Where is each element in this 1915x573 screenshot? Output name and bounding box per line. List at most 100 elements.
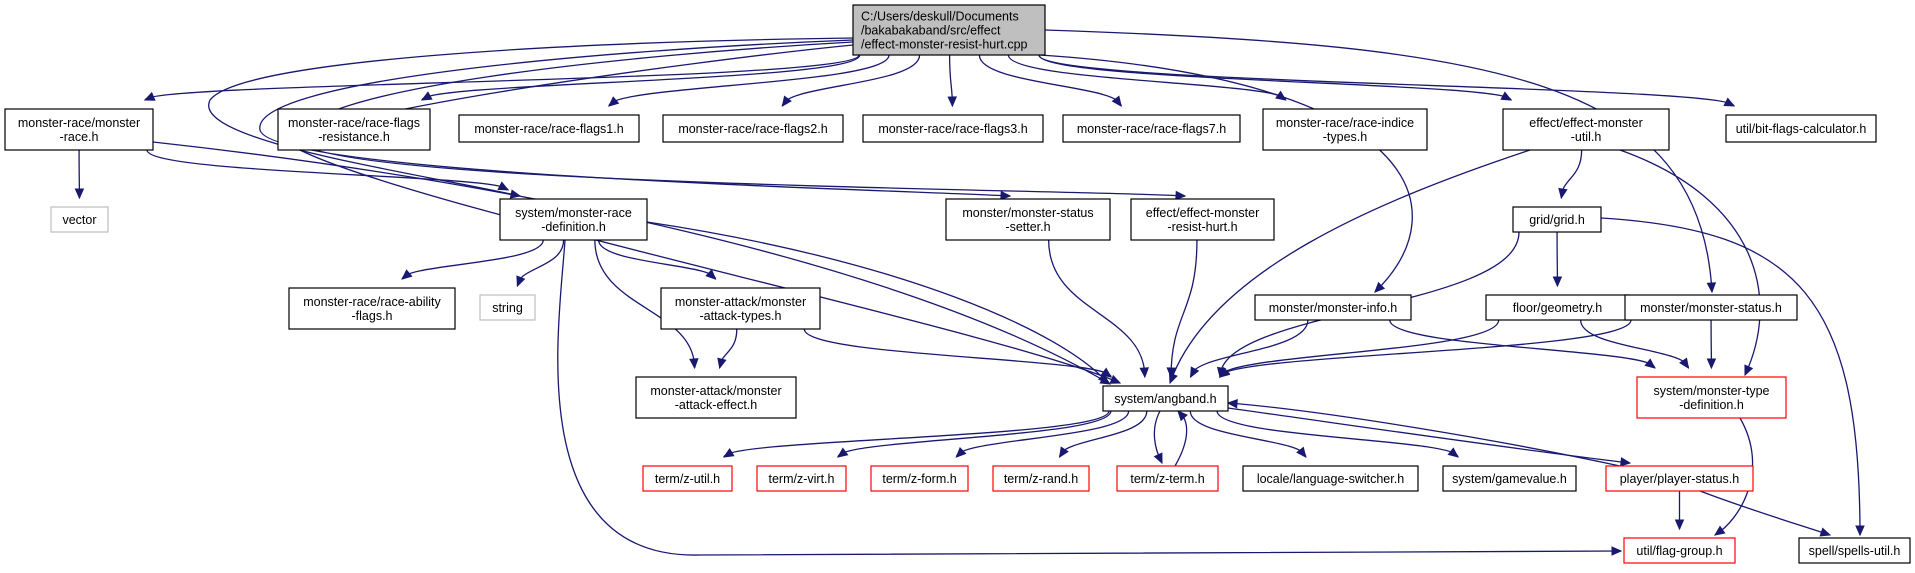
edge-line	[144, 54, 860, 101]
node-race[interactable]: monster-race/monster-race.h	[4, 108, 154, 151]
edge-line	[208, 37, 854, 197]
node-label: monster-race/monster	[18, 116, 140, 130]
node-box	[662, 114, 844, 143]
node-box	[1254, 294, 1412, 321]
node-box	[642, 465, 733, 492]
node-zutil[interactable]: term/z-util.h	[642, 465, 733, 492]
node-box	[1116, 465, 1219, 492]
node-box	[1623, 537, 1736, 564]
node-geometry[interactable]: floor/geometry.h	[1485, 294, 1630, 321]
node-box	[1242, 465, 1419, 492]
node-label: /effect-monster-resist-hurt.cpp	[861, 38, 1028, 52]
edge-resisthurt-to-angband	[1166, 239, 1198, 379]
node-vector[interactable]: vector	[50, 206, 109, 233]
node-angband[interactable]: system/angband.h	[1102, 385, 1229, 412]
node-label: monster-race/race-flags2.h	[678, 122, 827, 136]
node-label: monster-attack/monster	[675, 295, 806, 309]
node-atkeffect[interactable]: monster-attack/monster-attack-effect.h	[635, 376, 797, 419]
node-label: vector	[62, 213, 96, 227]
node-box	[1798, 537, 1911, 564]
node-label: spell/spells-util.h	[1809, 544, 1901, 558]
node-flaggroup[interactable]: util/flag-group.h	[1623, 537, 1736, 564]
edge-effutil-to-angband	[1168, 149, 1531, 385]
edge-line	[557, 239, 1622, 556]
node-zvirt[interactable]: term/z-virt.h	[756, 465, 847, 492]
edge-angband-to-gamevalue	[1216, 410, 1459, 458]
node-statset[interactable]: monster/monster-status-setter.h	[945, 198, 1111, 241]
node-label: monster/monster-status	[962, 206, 1093, 220]
edge-moninfo-to-angband	[1189, 319, 1309, 379]
node-box	[1130, 198, 1275, 241]
node-flags7[interactable]: monster-race/race-flags7.h	[1062, 114, 1241, 143]
node-spellsutil[interactable]: spell/spells-util.h	[1798, 537, 1911, 564]
edge-monstatus-to-typedef	[1706, 319, 1717, 370]
node-string[interactable]: string	[479, 294, 536, 321]
edge-line	[781, 54, 921, 107]
edge-line	[295, 44, 1121, 384]
edge-arrowhead	[1177, 410, 1188, 422]
node-label: util/flag-group.h	[1636, 544, 1722, 558]
edge-effutil-to-grid	[1558, 149, 1583, 200]
node-box	[1502, 108, 1670, 151]
node-racedef[interactable]: system/monster-race-definition.h	[499, 198, 648, 241]
edge-layer	[74, 29, 1865, 556]
node-box	[277, 108, 431, 151]
edge-line	[1219, 319, 1500, 378]
node-box	[756, 465, 847, 492]
node-zterm[interactable]: term/z-term.h	[1116, 465, 1219, 492]
node-box	[1512, 206, 1602, 233]
node-label: -types.h	[1323, 130, 1368, 144]
edge-arrowhead	[1552, 276, 1563, 288]
node-label: -resist-hurt.h	[1167, 220, 1237, 234]
node-flags3[interactable]: monster-race/race-flags3.h	[862, 114, 1044, 143]
node-box	[862, 114, 1044, 143]
node-root[interactable]: C:/Users/deskull/Documents/bakabakaband/…	[852, 4, 1046, 56]
edge-line	[723, 410, 1110, 458]
node-bitflags[interactable]: util/bit-flags-calculator.h	[1725, 114, 1877, 143]
node-pstatus[interactable]: player/player-status.h	[1605, 465, 1754, 492]
node-flagsres[interactable]: monster-race/race-flags-resistance.h	[277, 108, 431, 151]
node-zform[interactable]: term/z-form.h	[870, 465, 969, 492]
node-indice[interactable]: monster-race/race-indice-types.h	[1262, 108, 1428, 151]
edge-racedef-to-angband	[646, 221, 1109, 384]
node-flags1[interactable]: monster-race/race-flags1.h	[458, 114, 640, 143]
node-box	[852, 4, 1046, 56]
edge-arrowhead	[837, 447, 849, 458]
edge-root-to-flags3	[947, 54, 957, 108]
node-flags2[interactable]: monster-race/race-flags2.h	[662, 114, 844, 143]
edge-arrowhead	[1500, 91, 1513, 101]
edge-arrowhead	[1190, 366, 1200, 379]
node-monstatus[interactable]: monster/monster-status.h	[1624, 294, 1798, 321]
node-box	[1062, 114, 1241, 143]
node-resisthurt[interactable]: effect/effect-monster-resist-hurt.h	[1130, 198, 1275, 241]
node-box	[479, 294, 536, 321]
node-ability[interactable]: monster-race/race-ability-flags.h	[288, 287, 456, 330]
node-moninfo[interactable]: monster/monster-info.h	[1254, 294, 1412, 321]
node-typedef[interactable]: system/monster-type-definition.h	[1636, 376, 1787, 419]
node-label: grid/grid.h	[1529, 213, 1585, 227]
node-label: floor/geometry.h	[1513, 301, 1602, 315]
edge-arrowhead	[1447, 447, 1459, 458]
node-effutil[interactable]: effect/effect-monster-util.h	[1502, 108, 1670, 151]
node-gamevalue[interactable]: system/gamevalue.h	[1442, 465, 1577, 492]
node-label: system/angband.h	[1114, 392, 1216, 406]
node-label: -resistance.h	[318, 130, 390, 144]
node-label: monster-attack/monster	[650, 384, 781, 398]
node-grid[interactable]: grid/grid.h	[1512, 206, 1602, 233]
node-zrand[interactable]: term/z-rand.h	[992, 465, 1090, 492]
node-box	[870, 465, 969, 492]
edge-angband-to-zvirt	[837, 410, 1112, 458]
edge-arrowhead	[1139, 367, 1150, 379]
edge-arrowhead	[717, 357, 727, 370]
edge-line	[1699, 490, 1831, 536]
node-langsw[interactable]: locale/language-switcher.h	[1242, 465, 1419, 492]
node-label: -race.h	[60, 130, 99, 144]
edge-arrowhead	[1644, 358, 1656, 369]
edge-arrowhead	[1558, 187, 1568, 200]
edge-arrowhead	[74, 188, 85, 200]
edge-grid-to-spellsutil	[1600, 217, 1865, 537]
node-atktypes[interactable]: monster-attack/monster-attack-types.h	[660, 287, 821, 330]
edge-line	[1039, 54, 1413, 293]
edge-atktypes-to-atkeffect	[717, 328, 738, 370]
node-label: term/z-form.h	[882, 472, 956, 486]
